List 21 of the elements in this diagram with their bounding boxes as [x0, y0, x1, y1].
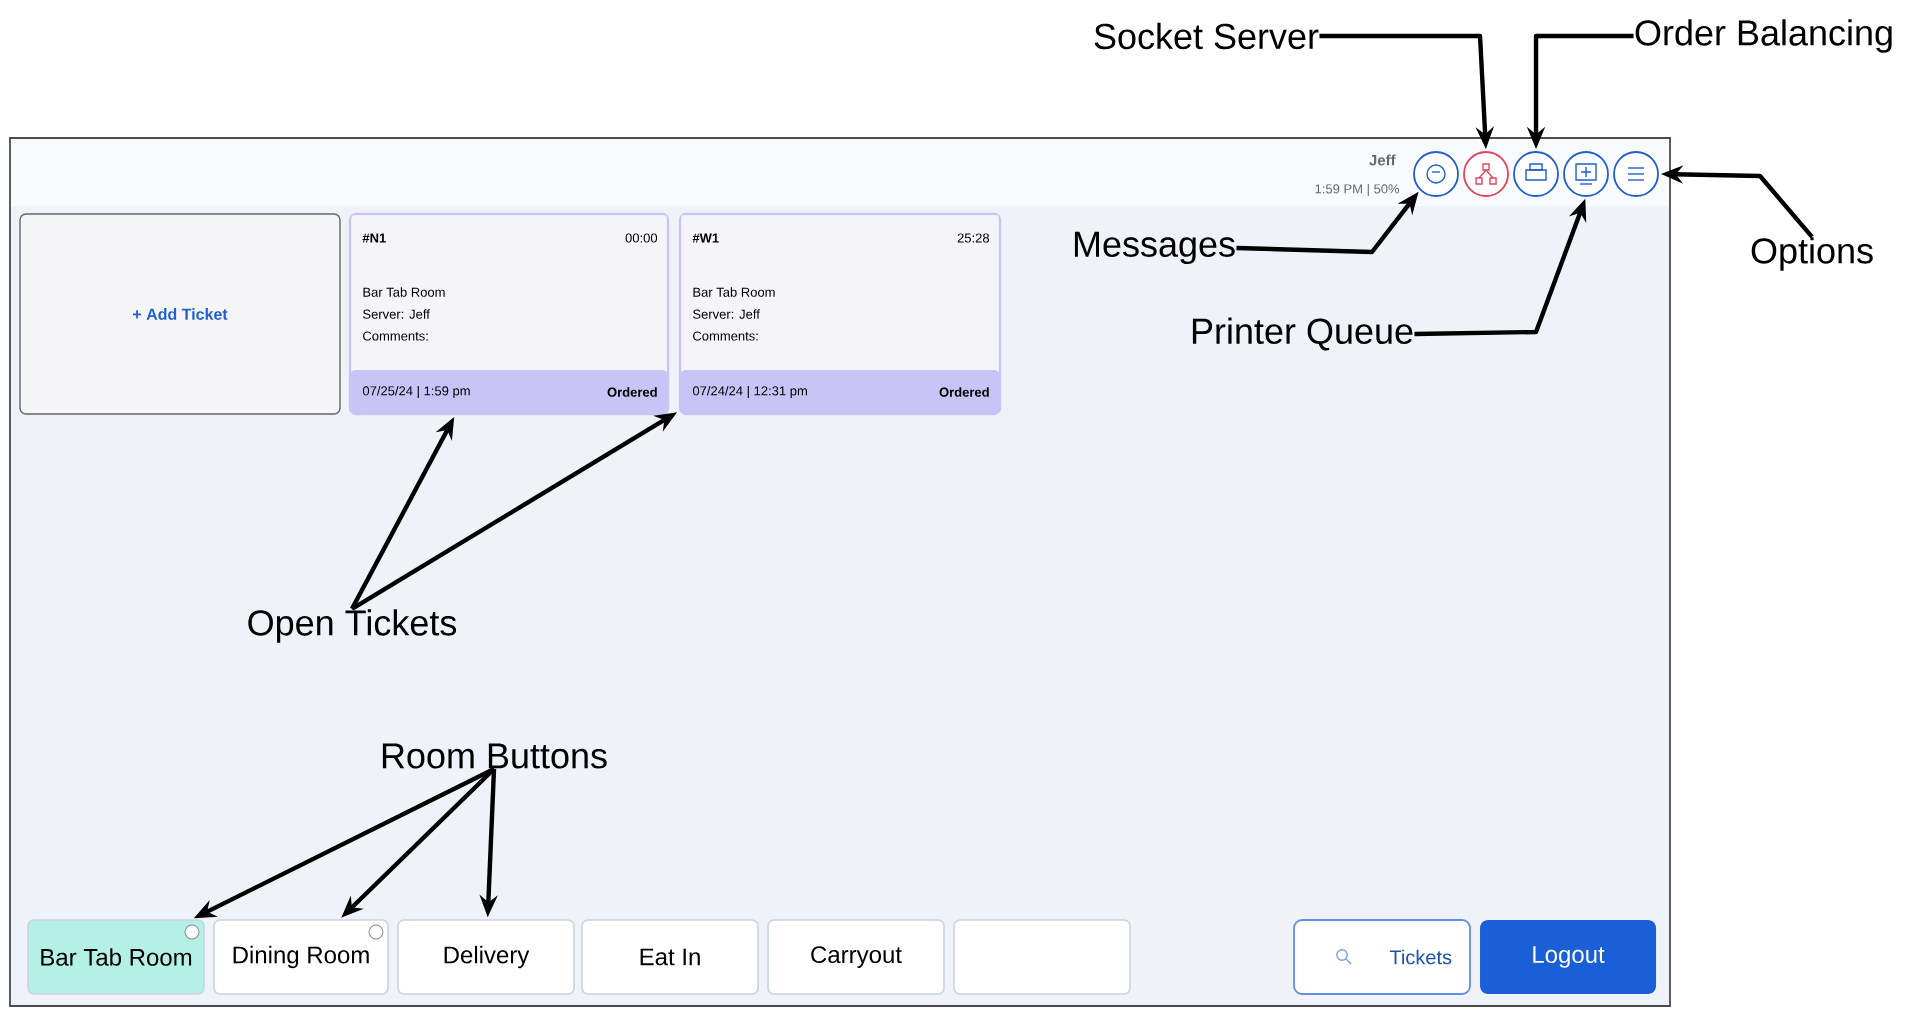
room-button: Delivery	[397, 919, 575, 995]
callout-label: Order Balancing	[1635, 19, 1892, 53]
add-ticket-card: + Add Ticket	[19, 213, 341, 415]
callout-label: Printer Queue	[1192, 317, 1413, 351]
room-button: Bar Tab Room	[27, 919, 205, 995]
logout-button: Logout	[1480, 920, 1657, 994]
menu-icon	[1613, 151, 1659, 197]
callout-label: Messages	[1074, 231, 1235, 265]
callout-label: Options	[1751, 237, 1873, 271]
room-button	[953, 919, 1131, 995]
monitor-icon	[1563, 151, 1609, 197]
network-icon	[1463, 151, 1509, 197]
callout-label: Open Tickets	[248, 609, 457, 643]
chat-bubble-icon	[1413, 151, 1459, 197]
room-button: Eat In	[581, 919, 759, 995]
callout-label: Socket Server	[1094, 22, 1319, 50]
room-button: Dining Room	[213, 919, 389, 995]
room-button: Carryout	[767, 919, 945, 995]
callout-label: Room Buttons	[382, 743, 607, 769]
search-tickets-button: Tickets	[1293, 919, 1471, 995]
printer-icon	[1513, 151, 1559, 197]
